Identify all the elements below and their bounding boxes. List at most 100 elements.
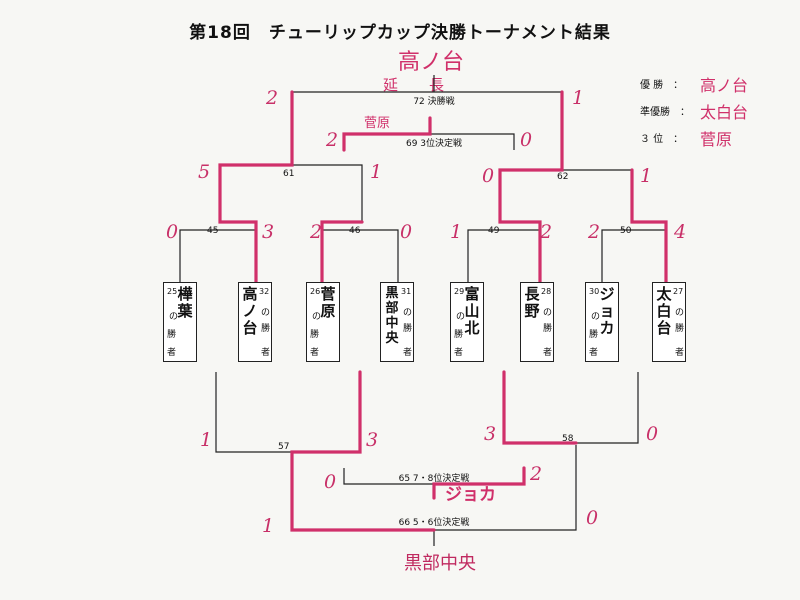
score-46-right: 0 [400,221,412,243]
team-slot: 27 [673,287,684,296]
winner-path-highlight [218,90,668,532]
legend-row-runner-up: 準優勝 ： 太白台 [640,97,748,124]
team-no: の [543,308,553,318]
third-place-handwritten: 菅原 [364,116,391,131]
team-box: 29 富山北 の 勝 者 [450,282,484,362]
match-61-label: 61 [283,169,294,179]
team-who: 者 [589,348,599,358]
score-45-left: 0 [166,221,178,243]
score-third-left: 2 [325,129,338,151]
score-65-right: 2 [529,463,542,485]
team-no: の [591,312,601,322]
score-58-left: 3 [484,423,496,445]
match-65-label: 65 7・8位決定戦 [399,472,470,484]
score-45-right: 3 [262,221,274,243]
match-58-label: 58 [562,434,574,444]
score-66-right: 0 [586,507,598,529]
seventh-place-handwritten: ジョカ [445,485,496,505]
score-57-left: 1 [200,429,212,451]
team-name: 高ノ台 [242,285,258,337]
team-win: 勝 [543,324,553,334]
team-win: 勝 [261,324,271,334]
match-66-label: 66 5・6位決定戦 [399,516,470,528]
winner-handwritten: 高ノ台 [398,50,465,75]
fifth-place-handwritten: 黒部中央 [404,553,476,574]
team-win: 勝 [675,324,685,334]
match-49-label: 49 [488,226,500,236]
legend-value: 菅原 [700,129,733,149]
score-final-left: 2 [265,87,278,109]
team-slot: 32 [259,287,270,296]
team-slot: 28 [541,287,552,296]
team-name: 黒部中央 [385,286,399,346]
extra-time-note: 延 長 [383,76,453,94]
team-name: 樺葉 [177,285,193,320]
team-box: 28 長野 の 勝 者 [520,282,554,362]
score-50-left: 2 [587,221,600,243]
score-third-right: 0 [520,129,532,151]
team-no: の [312,312,322,322]
match-57-label: 57 [278,442,289,452]
score-62-right: 1 [640,165,652,187]
team-win: 勝 [310,330,320,340]
legend-row-third: ３ 位 ： 菅原 [640,124,748,151]
team-slot: 25 [167,287,178,296]
score-57-right: 3 [366,429,378,451]
score-49-right: 2 [539,221,552,243]
team-no: の [403,308,413,318]
match-third-label: 69 3位決定戦 [406,137,462,149]
legend-key: 優 勝 ： [640,80,684,91]
score-58-right: 0 [646,423,658,445]
team-who: 者 [454,348,464,358]
team-slot: 26 [310,287,321,296]
team-no: の [169,312,179,322]
match-final-label: 72 決勝戦 [413,95,454,107]
team-name: 太白台 [656,285,672,337]
legend-row-champion: 優 勝 ： 高ノ台 [640,70,748,97]
legend-key: 準優勝 ： [640,107,690,118]
team-win: 勝 [589,330,599,340]
team-who: 者 [543,348,553,358]
team-slot: 30 [589,287,600,296]
score-61-left: 5 [198,161,210,183]
score-62-left: 0 [482,165,494,187]
team-slot: 29 [454,287,465,296]
team-win: 勝 [403,324,413,334]
team-win: 勝 [454,330,464,340]
team-no: の [456,312,466,322]
team-win: 勝 [167,330,177,340]
team-box: 27 太白台 の 勝 者 [652,282,686,362]
legend-value: 高ノ台 [700,75,749,95]
team-name: 富山北 [464,285,480,337]
page-title: 第18回 チューリップカップ決勝トーナメント結果 [189,23,611,43]
team-who: 者 [403,348,413,358]
match-62-label: 62 [557,172,568,182]
match-46-label: 46 [349,226,361,236]
team-who: 者 [675,348,685,358]
team-box: 31 黒部中央 の 勝 者 [380,282,414,362]
match-45-label: 45 [207,226,218,236]
match-50-label: 50 [620,226,632,236]
score-65-left: 0 [324,471,336,493]
results-legend: 優 勝 ： 高ノ台 準優勝 ： 太白台 ３ 位 ： 菅原 [640,70,748,151]
legend-key: ３ 位 ： [640,134,684,145]
score-61-right: 1 [370,161,382,183]
team-box: 30 ジョカ の 勝 者 [585,282,619,362]
team-who: 者 [261,348,271,358]
team-no: の [261,308,271,318]
team-box: 32 高ノ台 の 勝 者 [238,282,272,362]
score-50-right: 4 [673,221,686,243]
score-66-left: 1 [262,515,274,537]
legend-value: 太白台 [700,102,749,122]
team-name: ジョカ [599,285,615,337]
score-49-left: 1 [450,221,462,243]
team-name: 長野 [524,285,540,320]
score-46-left: 2 [309,221,322,243]
team-box: 25 樺葉 の 勝 者 [163,282,197,362]
team-who: 者 [167,348,177,358]
team-name: 菅原 [320,285,336,320]
score-final-right: 1 [572,87,584,109]
team-no: の [675,308,685,318]
